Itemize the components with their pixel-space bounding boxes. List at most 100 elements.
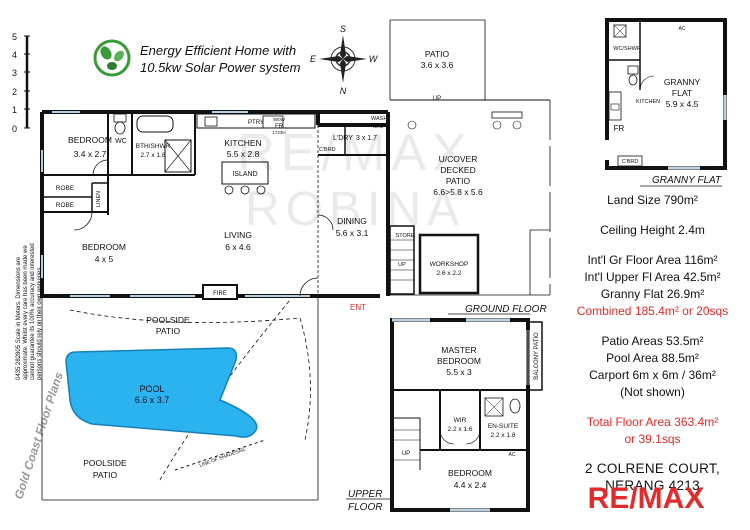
poolside-bottom-line2: PATIO (93, 470, 118, 480)
fr-label: FR (275, 124, 284, 130)
svg-text:Gold Coast Floor Plans: Gold Coast Floor Plans (12, 370, 66, 501)
wir-name: WIR (454, 417, 467, 424)
granny-flat (605, 18, 727, 170)
compass-icon: S N E W (310, 24, 379, 96)
granny-flat-label: GRANNY FLAT (652, 175, 722, 186)
svg-text:persons should rely on their o: persons should rely on their own enquiri… (37, 268, 43, 380)
workshop-name: WORKSHOP (430, 261, 469, 268)
stats-panel: Land Size 790m² Ceiling Height 2.4m Int'… (560, 192, 745, 494)
compass-n: N (340, 86, 347, 96)
wash-label: WASH (371, 116, 387, 122)
ceiling-height: Ceiling Height 2.4m (600, 223, 705, 237)
scale-label: 4 (12, 50, 17, 60)
total-area-1: Total Floor Area 363.4m² (586, 415, 719, 429)
laundry-name: L'DRY (333, 135, 353, 142)
wc-label: WC (115, 138, 127, 145)
scale-bar: 5 4 3 2 1 0 (12, 32, 30, 134)
patio-area: Patio Areas 53.5m² (601, 334, 704, 348)
granny-name: GRANNY (664, 77, 701, 87)
energy-logo-icon (93, 39, 131, 77)
master-name2: BEDROOM (437, 356, 481, 366)
ground-floor (40, 110, 390, 300)
balcony-label: BALCONY PATIO (534, 332, 540, 380)
decked-line1: U/COVER (439, 154, 478, 164)
disclaimer: 0435 282805 Scale in Meters. Dimensions … (16, 243, 43, 380)
master-size: 5.5 x 3 (446, 367, 472, 377)
outdoor-area (41, 298, 319, 501)
master-name: MASTER (441, 345, 476, 355)
stairs (389, 225, 415, 295)
remax-logo: RE/MAX (588, 482, 705, 512)
brand-side-text: Gold Coast Floor Plans (12, 370, 66, 501)
address-line2: NERANG 4213 (605, 478, 700, 493)
granny-cbrd-label: C'BRD (622, 159, 639, 165)
poolside-bottom-line1: POOLSIDE (83, 458, 127, 468)
decked-line3: PATIO (446, 176, 471, 186)
mc-label: M/C (373, 124, 383, 130)
upper-up-label: UP (402, 451, 410, 457)
granny-size: 5.9 x 4.5 (666, 99, 699, 109)
workshop-size: 2.6 x 2.2 (437, 270, 462, 277)
scale-label: 2 (12, 87, 17, 97)
granny-ac-label: AC (679, 26, 686, 32)
compass-w: W (369, 54, 379, 64)
living-name: LIVING (224, 230, 252, 240)
fr-height: 1723H (272, 130, 285, 135)
bedroom2-size: 4 x 5 (95, 254, 114, 264)
kitchen-size: 5.5 x 2.8 (227, 149, 260, 159)
scale-label: 1 (12, 105, 17, 115)
upper-bedroom-name: BEDROOM (448, 468, 492, 478)
combined-area: Combined 185.4m² or 20sqs (576, 304, 729, 318)
laundry-cbrd-label: C'BRD (319, 147, 336, 153)
total-area-2: or 39.1sqs (624, 432, 681, 446)
land-size: Land Size 790m² (607, 193, 698, 207)
upper-floor-label2: FLOOR (348, 502, 382, 513)
upper-floor-area: Int'l Upper Fl Area 42.5m² (584, 270, 721, 284)
granny-fr-label: FR (614, 124, 625, 133)
poolside-top-line2: PATIO (156, 326, 181, 336)
ensuite-name: EN-SUITE (488, 423, 519, 430)
patio-up-label: UP (433, 96, 441, 102)
granny-wc-label: WC/SHWR (613, 46, 641, 52)
remax-logo-text: RE/MAX (588, 482, 705, 512)
compass-e: E (310, 54, 317, 64)
title-line1: Energy Efficient Home with (140, 43, 296, 58)
robe2-label: ROBE (56, 202, 75, 209)
fire-label: FIRE (213, 291, 227, 297)
linen-label: LINEN (96, 191, 102, 207)
pool-area: Pool Area 88.5m² (606, 351, 699, 365)
decked-line2: DECKED (440, 165, 475, 175)
dining-size: 5.6 x 3.1 (336, 228, 369, 238)
upper-floor-label1: UPPER (348, 489, 382, 500)
kitchen-name: KITCHEN (224, 138, 261, 148)
patio-top-size: 3.6 x 3.6 (421, 60, 454, 70)
robe1-label: ROBE (56, 185, 75, 192)
svg-text:approximate. Whilst every care: approximate. Whilst every care has been … (23, 245, 29, 380)
granny-flat-area: Granny Flat 26.9m² (600, 287, 705, 301)
ptry-label: PTRY (248, 120, 264, 126)
stairs-up-label: UP (398, 262, 406, 268)
patio-top-name: PATIO (425, 49, 450, 59)
pool-size: 6.6 x 3.7 (135, 395, 170, 405)
bedroom1-size: 3.4 x 2.7 (74, 149, 107, 159)
bedroom1-name: BEDROOM (68, 135, 112, 145)
store-label: STORE (396, 233, 415, 239)
poolside-top-line1: POOLSIDE (146, 315, 190, 325)
granny-kitchen-label: KITCHEN (636, 99, 660, 105)
upper-ac-label: AC (509, 452, 516, 458)
scale-label: 3 (12, 68, 17, 78)
fr-width: 900W (273, 117, 286, 122)
granny-name2: FLAT (672, 88, 692, 98)
title-line2: 10.5kw Solar Power system (140, 60, 301, 75)
carport-note: (Not shown) (620, 385, 685, 399)
ground-floor-label: GROUND FLOOR (465, 304, 547, 315)
bath-name: BTH/SHWR (136, 143, 171, 150)
dining-name: DINING (337, 216, 367, 226)
carport-area: Carport 6m x 6m / 36m² (589, 368, 716, 382)
shadesail-label: LINE OF SHADESAIL (199, 446, 247, 468)
bedroom2-name: BEDROOM (82, 242, 126, 252)
living-size: 6 x 4.6 (225, 242, 251, 252)
decked-size: 6.6>5.8 x 5.6 (433, 187, 483, 197)
svg-text:0435 282805 Scale in Meters. D: 0435 282805 Scale in Meters. Dimensions … (16, 256, 22, 380)
watermark-line2: ROBINA (245, 183, 465, 236)
